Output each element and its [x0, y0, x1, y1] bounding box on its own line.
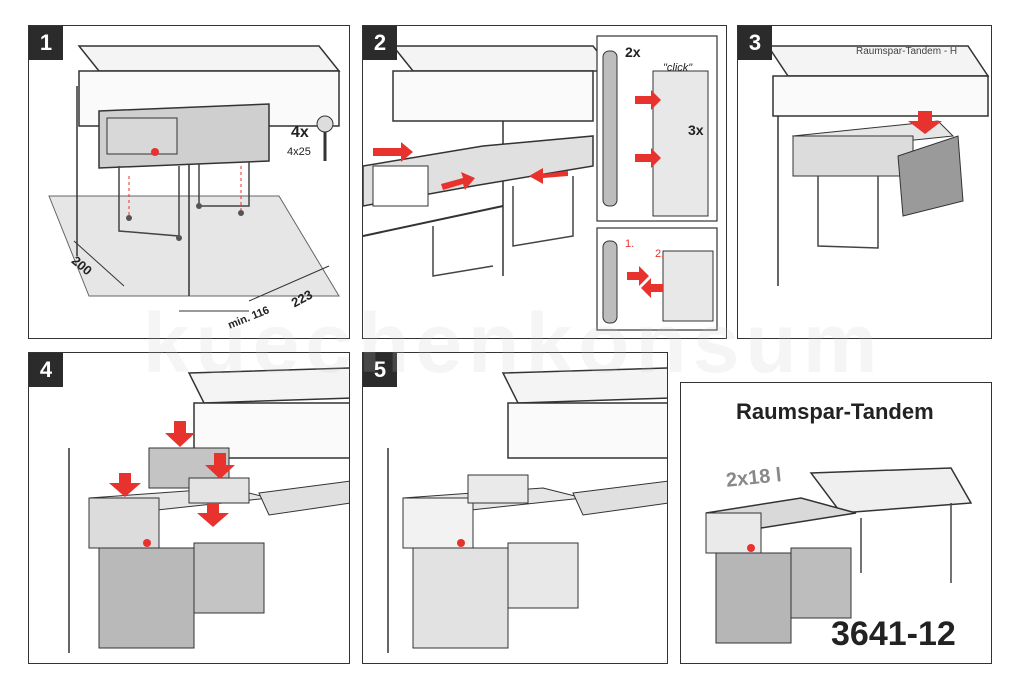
step-5-panel: 5 [362, 352, 668, 664]
bins-insert-illustration [68, 367, 349, 653]
assembled-bins-illustration [387, 367, 667, 653]
screw-count: 4x [291, 124, 309, 141]
step-number: 4 [29, 353, 63, 387]
product-panel: Raumspar-Tandem 2x18 l 3641-12 [680, 382, 992, 664]
lid-holder-illustration [766, 45, 990, 286]
screw-size: 4x25 [287, 146, 311, 158]
article-number: 3641-12 [831, 615, 956, 653]
step-number: 3 [738, 26, 772, 60]
clip-count-b: 3x [688, 122, 704, 138]
product-illustration [705, 467, 973, 644]
step-number: 2 [363, 26, 397, 60]
step-1-panel: 1 4x 4x25 200 min. 116 223 [28, 25, 350, 339]
step-number: 5 [363, 353, 397, 387]
cabinet-mount-illustration [48, 45, 341, 312]
rail-install-illustration [363, 35, 718, 331]
clip-count-a: 2x [625, 44, 641, 60]
click-label: "click" [663, 62, 693, 74]
product-name: Raumspar-Tandem [736, 399, 934, 424]
step-one-label: 1. [625, 238, 635, 250]
step-4-panel: 4 [28, 352, 350, 664]
step-number: 1 [29, 26, 63, 60]
brand-label: Raumspar-Tandem - H [856, 46, 958, 57]
step-3-panel: 3 Raumspar-Tandem - H [737, 25, 992, 339]
step-two-label: 2. [655, 248, 665, 260]
step-2-panel: 2 2x "click" 3x 1. 2. [362, 25, 727, 339]
